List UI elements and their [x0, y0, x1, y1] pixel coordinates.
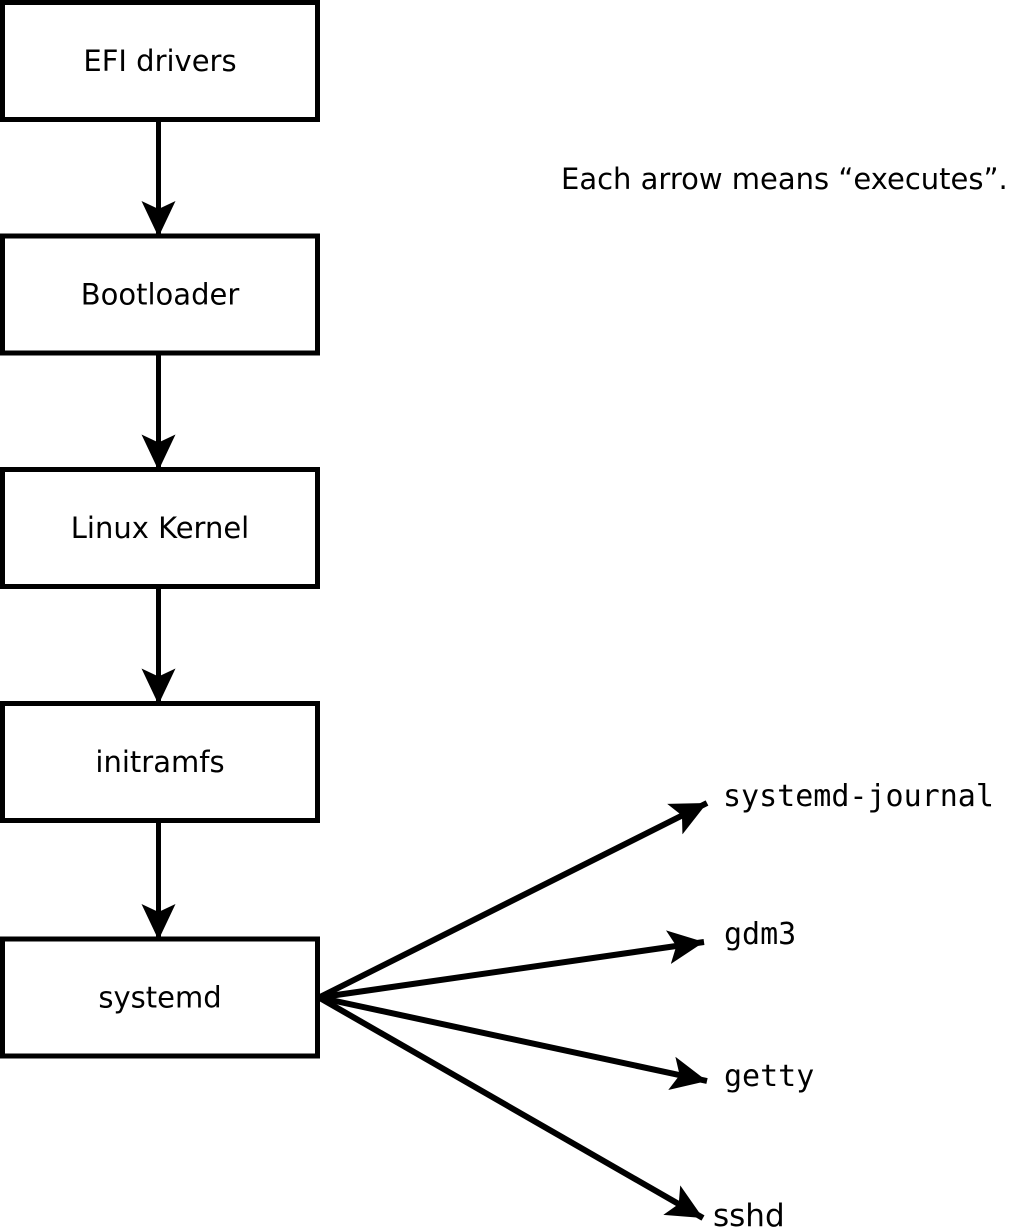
flow-box-label-linux-kernel: Linux Kernel	[71, 511, 249, 545]
flow-box-systemd: systemd	[0, 936, 320, 1059]
flow-box-rect	[0, 701, 320, 823]
process-label-getty: getty	[724, 1059, 814, 1094]
flow-box-linux-kernel: Linux Kernel	[0, 467, 320, 589]
arrow-meaning-note: Each arrow means “executes”.	[561, 162, 1008, 196]
flow-box-label-efi-drivers: EFI drivers	[83, 44, 236, 78]
flow-box-label-bootloader: Bootloader	[81, 278, 240, 312]
flow-box-initramfs: initramfs	[0, 701, 320, 823]
flow-box-rect	[0, 0, 320, 122]
flow-box-label-systemd: systemd	[98, 981, 221, 1015]
arrow-systemd-to-getty	[318, 994, 708, 1091]
arrow-systemd-to-gdm3	[318, 930, 705, 1001]
process-label-sshd: sshd	[713, 1198, 785, 1230]
flow-box-label-initramfs: initramfs	[95, 745, 224, 779]
process-label-systemd-journal: systemd-journal	[723, 779, 994, 814]
flow-box-rect	[0, 467, 320, 589]
arrow-systemd-to-systemd-journal	[317, 800, 709, 1001]
flow-box-rect	[0, 233, 320, 356]
process-label-gdm3: gdm3	[724, 917, 796, 952]
flow-box-bootloader: Bootloader	[0, 233, 320, 356]
arrow-systemd-to-sshd	[317, 994, 705, 1221]
flow-box-efi-drivers: EFI drivers	[0, 0, 320, 122]
flow-box-rect	[0, 936, 320, 1059]
